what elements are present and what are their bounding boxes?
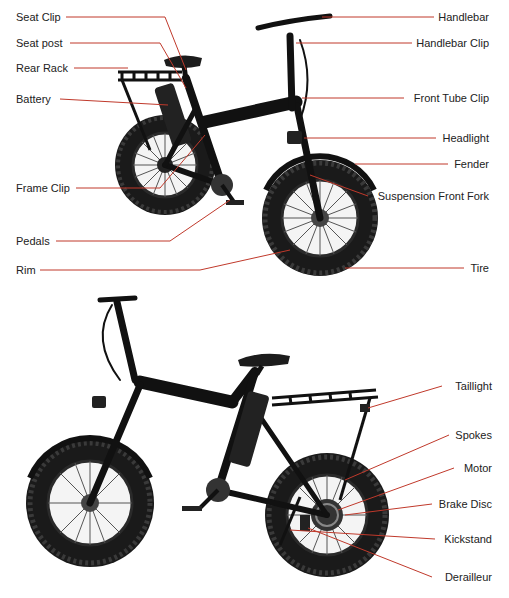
part-label: Front Tube Clip <box>414 91 489 105</box>
top-bike <box>115 16 378 276</box>
part-label: Battery <box>16 92 51 106</box>
part-label: Pedals <box>16 234 50 248</box>
part-label: Headlight <box>443 131 489 145</box>
part-label: Rim <box>16 263 36 277</box>
part-label: Derailleur <box>445 570 492 584</box>
part-label: Motor <box>464 461 492 475</box>
part-label: Spokes <box>455 428 492 442</box>
part-label: Frame Clip <box>16 181 70 195</box>
part-label: Rear Rack <box>16 61 68 75</box>
part-label: Seat Clip <box>16 10 61 24</box>
part-label: Taillight <box>455 379 492 393</box>
bottom-bike <box>26 298 389 577</box>
part-label: Suspension Front Fork <box>378 189 489 203</box>
part-label: Tire <box>470 261 489 275</box>
leader-lines <box>40 17 464 577</box>
part-label: Handlebar <box>438 10 489 24</box>
part-label: Seat post <box>16 36 62 50</box>
part-label: Fender <box>454 157 489 171</box>
part-label: Kickstand <box>444 532 492 546</box>
part-label: Brake Disc <box>439 497 492 511</box>
part-label: Handlebar Clip <box>416 36 489 50</box>
